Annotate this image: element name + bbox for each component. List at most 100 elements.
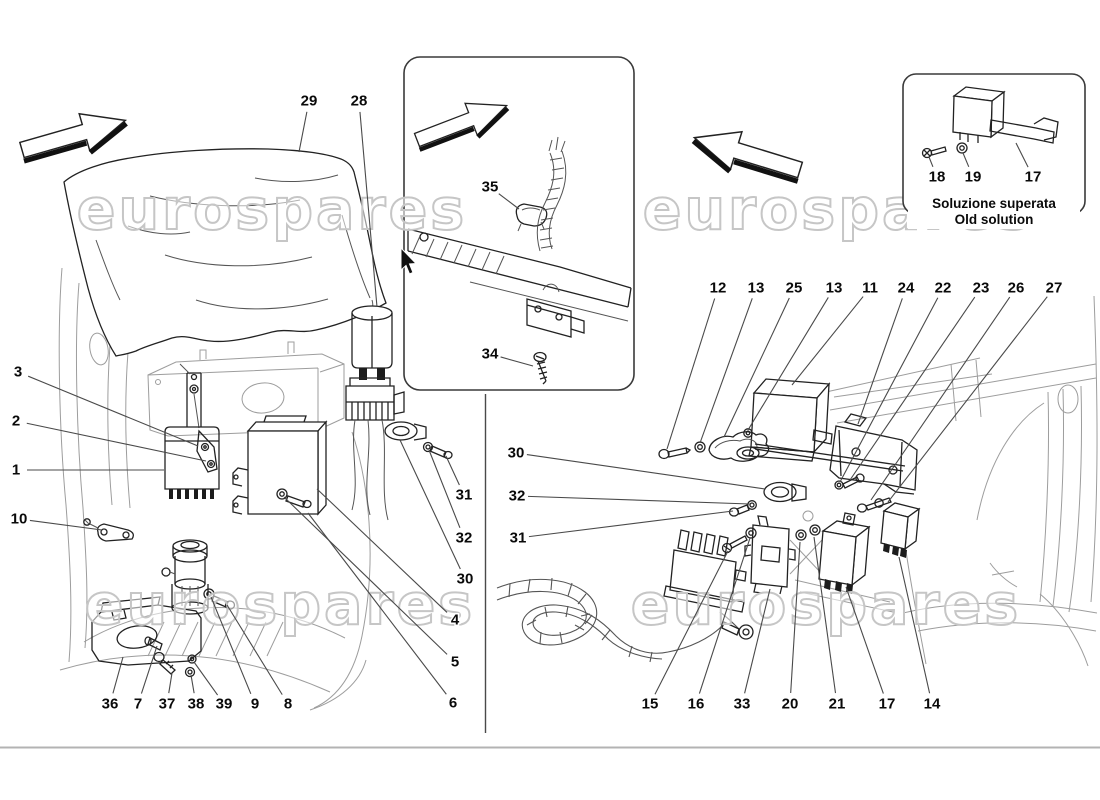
part-number-12-21[interactable]: 12 [708,278,728,298]
gasket-ring [736,446,760,460]
part-number-39-16[interactable]: 39 [214,694,234,714]
part-number-7-13[interactable]: 7 [132,694,143,714]
part-number-21-38[interactable]: 21 [827,694,847,714]
leader-line-11-25 [791,296,864,386]
part-number-30-31[interactable]: 30 [506,443,526,463]
part-number-22-27[interactable]: 22 [933,278,953,298]
washer-21 [809,524,821,536]
ecu-box-left [232,415,328,516]
old-washer-19 [956,142,968,154]
part-number-11-25[interactable]: 11 [861,278,880,298]
part-number-34-20[interactable]: 34 [480,344,500,364]
support-rod [754,443,906,472]
part-number-14-40[interactable]: 14 [922,694,942,714]
old-solution-box: Soluzione superata Old solution [902,73,1086,229]
leader-line-13-22 [699,298,753,444]
leader-line-24-26 [857,298,903,425]
part-number-23-28[interactable]: 23 [971,278,991,298]
bolt-31-left [429,445,453,460]
part-number-16-35[interactable]: 16 [686,694,706,714]
mouse-cursor [400,246,418,275]
part-number-38-15[interactable]: 38 [186,694,206,714]
part-number-8-18[interactable]: 8 [282,694,293,714]
leader-line-7-13 [140,645,158,694]
part-number-1-4[interactable]: 1 [10,460,21,480]
ecu-box-11 [748,378,833,462]
leader-line-29-0 [298,111,308,153]
leader-line-17-39 [845,586,884,694]
caption-backing [908,196,1080,229]
part-number-10-5[interactable]: 10 [9,509,29,529]
part-number-13-22[interactable]: 13 [746,278,766,298]
finned-resistor-pack [663,529,747,613]
inset-panel [403,56,635,391]
washer-39 [187,654,197,664]
part-number-32-7[interactable]: 32 [454,528,474,548]
part-number-27-30[interactable]: 27 [1044,278,1064,298]
part-number-36-12[interactable]: 36 [100,694,120,714]
chassis-crossmember [407,228,632,322]
leader-line-32-32 [527,495,751,505]
part-number-17-43[interactable]: 17 [1023,167,1043,187]
part-number-6-11[interactable]: 6 [447,693,458,713]
grommet-clamp-left [384,421,427,441]
leader-line-30-8 [399,439,461,570]
washer-5 [276,488,288,500]
part-number-9-17[interactable]: 9 [249,694,260,714]
leader-line-25-23 [723,297,790,438]
watermark-text-0: eurospares [77,177,467,243]
relay-socket [345,377,405,521]
leader-line-31-33 [528,510,734,538]
leader-line-15-34 [654,550,729,695]
part-number-31-6[interactable]: 31 [454,485,474,505]
leader-line-38-15 [190,674,195,694]
old-screw-18 [921,146,947,159]
part-number-30-8[interactable]: 30 [455,569,475,589]
old-relay-drawing [952,86,1059,144]
part-number-35-19[interactable]: 35 [480,177,500,197]
bolt-37 [153,651,176,675]
part-number-31-33[interactable]: 31 [508,528,528,548]
old-solution-caption-it: Soluzione superata [932,196,1056,211]
leader-line-39-16 [193,661,219,696]
part-number-2-3[interactable]: 2 [10,411,21,431]
part-number-3-2[interactable]: 3 [12,362,23,382]
car-body-context-right [789,295,1098,667]
relay-17 [818,512,871,594]
part-number-4-9[interactable]: 4 [449,610,461,630]
relay-14 [880,502,921,558]
part-number-5-10[interactable]: 5 [449,652,460,672]
part-number-13-24[interactable]: 13 [824,278,844,298]
leader-line-26-29 [870,296,1011,501]
part-number-18-41[interactable]: 18 [927,167,947,187]
screw-23 [842,473,865,489]
part-number-33-36[interactable]: 33 [732,694,752,714]
grommet-clamp-right [763,481,807,503]
washer-20 [795,529,807,541]
part-number-15-34[interactable]: 15 [640,694,660,714]
part-number-37-14[interactable]: 37 [157,694,177,714]
part-number-19-42[interactable]: 19 [963,167,983,187]
cover-creases [95,174,371,310]
mounting-bracket-plate-36 [91,596,202,666]
part-number-20-37[interactable]: 20 [780,694,800,714]
part-number-26-29[interactable]: 26 [1006,278,1026,298]
leader-line-35-19 [498,193,520,210]
leader-line-36-12 [112,656,124,694]
screw-34 [533,351,548,385]
part-number-25-23[interactable]: 25 [784,278,804,298]
part-number-17-39[interactable]: 17 [877,694,897,714]
washer-38 [184,666,196,678]
solenoid-actuator [161,539,209,615]
leader-line-17-43 [1015,142,1029,168]
leader-line-14-40 [898,556,931,694]
part-number-24-26[interactable]: 24 [896,278,916,298]
part-number-28-1[interactable]: 28 [349,91,369,111]
old-solution-caption-en: Old solution [955,212,1034,227]
leader-line-23-28 [849,296,976,481]
relay-28 [351,299,393,380]
part-number-29-0[interactable]: 29 [299,91,319,111]
part-number-32-32[interactable]: 32 [507,486,527,506]
